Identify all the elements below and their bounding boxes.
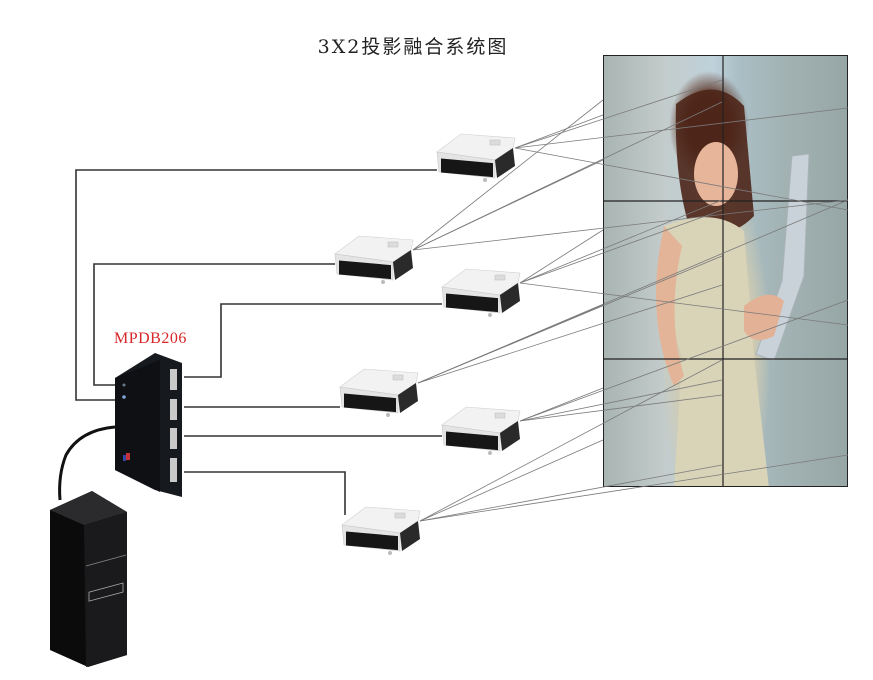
projector-side <box>398 383 418 413</box>
projector-foot <box>388 551 392 555</box>
projector-1 <box>436 133 516 182</box>
pc-cable <box>58 425 116 501</box>
beam-3-3 <box>519 282 849 326</box>
projector-side <box>500 283 520 313</box>
projection-beams <box>412 79 849 522</box>
dvi-port-2 <box>170 399 177 420</box>
projector-panel <box>489 139 501 146</box>
beam-6-3 <box>419 454 849 522</box>
beam-3-1 <box>519 229 604 284</box>
diagram-title: 3X2投影融合系统图 <box>317 36 509 58</box>
projector-side <box>500 421 520 451</box>
beam-3-2 <box>519 199 723 284</box>
beam-6-2 <box>419 359 723 522</box>
pc-drive-slot <box>88 582 124 602</box>
projector-panel <box>494 412 506 419</box>
dvi-port-1 <box>170 369 177 390</box>
projector-3 <box>441 268 521 317</box>
projector-panel <box>387 241 399 248</box>
beam-4-3 <box>417 199 849 384</box>
cable-2 <box>93 263 335 386</box>
projector-panel <box>392 374 404 381</box>
beam-2-4 <box>412 199 849 251</box>
beam-5-4 <box>519 394 723 422</box>
arm-shape <box>656 226 684 386</box>
projector-vent <box>441 158 493 178</box>
projector-panel <box>394 512 406 519</box>
beam-4-4 <box>417 284 723 384</box>
beam-6-1 <box>419 439 604 522</box>
projector-4 <box>339 368 419 417</box>
processor-front <box>115 360 160 492</box>
beam-2-1 <box>412 99 604 251</box>
projector-foot <box>483 178 487 182</box>
projector-side <box>393 250 413 280</box>
beam-2-3 <box>412 159 604 251</box>
projector-vent <box>339 260 391 280</box>
dvi-port-3 <box>170 428 177 449</box>
hand-shape <box>744 294 784 340</box>
projection-screen <box>603 55 848 487</box>
projectors <box>334 133 521 555</box>
beam-3-4 <box>519 209 723 284</box>
projector-6 <box>341 506 421 555</box>
projector-2 <box>334 235 414 284</box>
projector-vent <box>346 531 398 551</box>
cables <box>58 169 442 515</box>
projector-side <box>400 521 420 551</box>
processor-logo-blue <box>123 455 126 461</box>
beam-1-3 <box>514 107 849 149</box>
processor-ports <box>170 369 177 482</box>
projector-side <box>495 148 515 178</box>
projector-foot <box>386 413 390 417</box>
beam-5-3 <box>519 299 849 422</box>
projector-panel <box>494 274 506 281</box>
beam-1-2 <box>514 79 723 149</box>
projector-vent <box>344 393 396 413</box>
cable-3 <box>184 303 442 378</box>
projector-vent <box>446 431 498 451</box>
processor-label: MPDB206 <box>114 330 187 347</box>
processor-led-2 <box>122 395 126 399</box>
pc-front <box>84 512 127 667</box>
projector-foot <box>488 313 492 317</box>
pc-drive-bay-1 <box>85 554 127 567</box>
processor-led-1 <box>122 383 126 387</box>
beam-1-1 <box>514 114 604 149</box>
body-shape <box>663 217 769 486</box>
cable-6 <box>184 471 346 515</box>
pc-top <box>50 491 127 525</box>
projector-vent <box>446 293 498 313</box>
beam-6-4 <box>419 464 723 522</box>
processor-logo <box>126 453 130 460</box>
beam-1-4 <box>514 147 849 211</box>
projector-5 <box>441 406 521 455</box>
cable-1 <box>75 169 437 401</box>
mpdb206-processor <box>115 353 182 497</box>
beam-5-2 <box>519 379 723 422</box>
dvi-port-4 <box>170 458 177 482</box>
face-shape <box>694 142 738 206</box>
projector-foot <box>488 451 492 455</box>
pc-tower <box>50 491 127 667</box>
projector-foot <box>381 280 385 284</box>
